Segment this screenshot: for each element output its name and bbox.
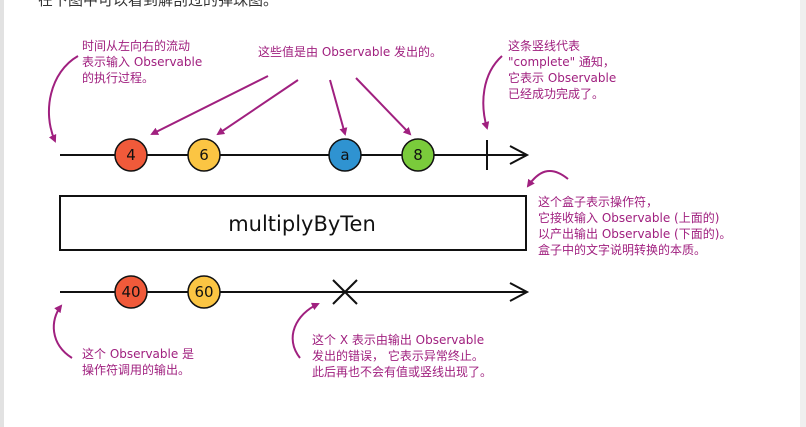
error-x-mark <box>332 279 358 305</box>
arrow-complete-line <box>481 55 503 130</box>
arrow-to-marble-6 <box>216 79 299 136</box>
arrow-error-x <box>291 302 320 359</box>
arrow-to-marble-a <box>329 79 348 136</box>
annotation-complete-line: 这条竖线代表 "complete" 通知， 它表示 Observable 已经成… <box>508 39 617 101</box>
arrow-output-observable <box>52 304 73 359</box>
input-marble-6-circle <box>187 138 221 172</box>
input-marble-a-circle <box>328 138 362 172</box>
arrow-time-flow <box>48 55 79 143</box>
annotation-operator-box: 这个盒子表示操作符， 它接收输入 Observable (上面的) 以产出输出 … <box>538 195 732 257</box>
input-marble-4: 4 <box>114 138 148 172</box>
input-marble-4-circle <box>114 138 148 172</box>
arrow-to-marble-8 <box>355 77 412 136</box>
output-marble-60-circle <box>187 275 221 309</box>
annotation-error-x: 这个 X 表示由输出 Observable 发出的错误， 它表示异常终止。 此后… <box>312 333 493 379</box>
input-marble-6-label: 6 <box>199 146 209 164</box>
operator-label: multiplyByTen <box>228 212 376 236</box>
input-marble-4-label: 4 <box>126 146 136 164</box>
input-marble-8-circle <box>401 138 435 172</box>
output-marble-60: 60 <box>187 275 221 309</box>
operator-box: multiplyByTen <box>59 195 527 251</box>
annotation-output-observable: 这个 Observable 是 操作符调用的输出。 <box>82 347 195 377</box>
page-heading: 在下图中可以看到解剖过的弹珠图。 <box>38 0 279 9</box>
output-marble-40-circle <box>114 275 148 309</box>
input-marble-6: 6 <box>187 138 221 172</box>
annotation-emitted-values: 这些值是由 Observable 发出的。 <box>258 45 443 59</box>
annotation-time-flow: 时间从左向右的流动 表示输入 Observable 的执行过程。 <box>82 39 203 85</box>
right-scrollbar-track <box>800 0 806 427</box>
annotation-arrows <box>48 55 569 359</box>
output-marble-60-label: 60 <box>194 283 213 301</box>
arrow-to-marble-4 <box>150 75 269 135</box>
input-marble-8: 8 <box>401 138 435 172</box>
output-marble-40-label: 40 <box>121 283 140 301</box>
output-marble-40: 40 <box>114 275 148 309</box>
arrow-operator-box <box>526 169 569 188</box>
left-page-border <box>0 0 4 427</box>
input-marble-8-label: 8 <box>413 146 423 164</box>
input-marble-a-label: a <box>340 146 349 164</box>
input-marble-a: a <box>328 138 362 172</box>
